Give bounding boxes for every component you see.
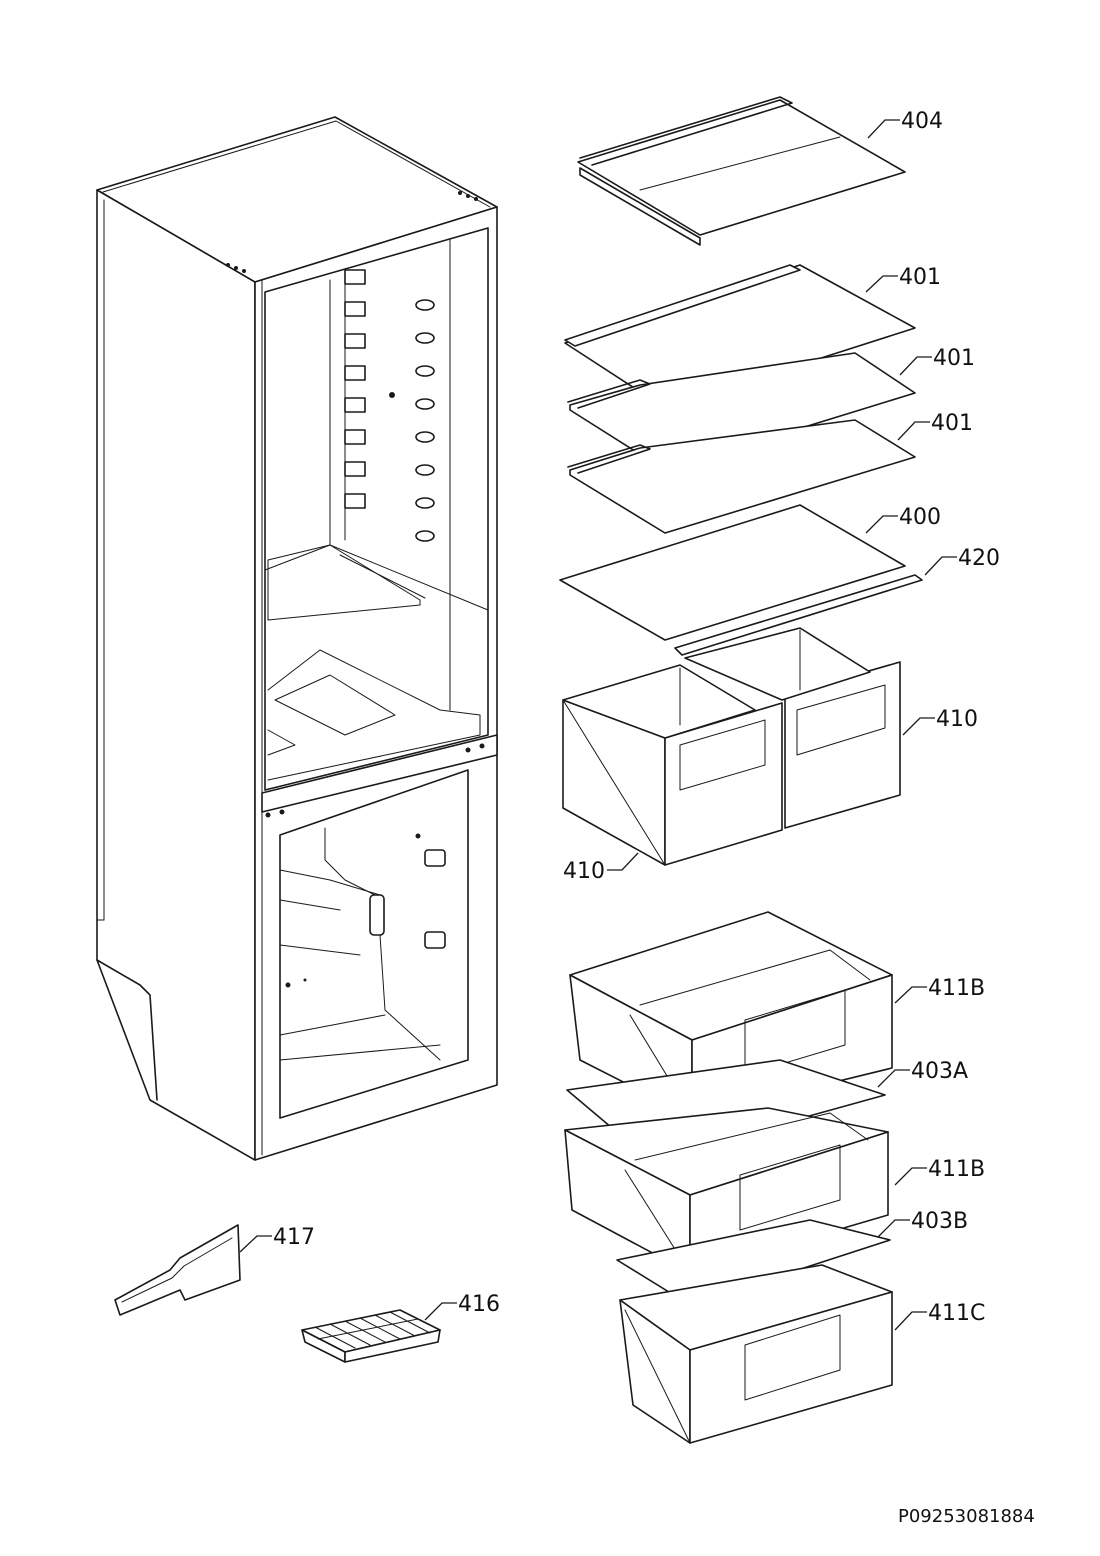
part-403B-glass xyxy=(616,1219,891,1306)
label-417: 417 xyxy=(273,1225,315,1250)
part-416-ice-tray xyxy=(301,1309,441,1363)
shelf-supports xyxy=(344,269,366,509)
part-417-scoop xyxy=(114,1224,241,1316)
part-404-shelf xyxy=(577,96,906,246)
part-400-shelf xyxy=(559,504,906,641)
label-401-shelf-3: 401 xyxy=(931,411,973,436)
label-403A: 403A xyxy=(911,1059,968,1084)
label-410-left: 410 xyxy=(563,859,605,884)
label-403B: 403B xyxy=(911,1209,968,1234)
leader-lines xyxy=(239,119,957,1331)
part-401-shelf-2 xyxy=(567,352,916,471)
label-404: 404 xyxy=(901,109,943,134)
right-shelf-supports xyxy=(389,299,435,542)
part-420-strip xyxy=(674,574,923,656)
part-401-shelf-1 xyxy=(564,264,916,409)
label-411B-middle: 411B xyxy=(928,1157,985,1182)
refrigerator-cabinet xyxy=(96,116,498,1161)
part-411C-drawer xyxy=(619,1264,893,1444)
label-410-right: 410 xyxy=(936,707,978,732)
label-400: 400 xyxy=(899,505,941,530)
label-416: 416 xyxy=(458,1292,500,1317)
drawing-code: P09253081884 xyxy=(898,1506,1035,1527)
part-401-shelf-3 xyxy=(567,419,916,534)
part-410-box-left xyxy=(562,664,783,866)
label-411B-top: 411B xyxy=(928,976,985,1001)
part-410-box-right xyxy=(684,627,901,829)
label-420: 420 xyxy=(958,546,1000,571)
label-411C: 411C xyxy=(928,1301,985,1326)
callout-labels: 404 401 401 401 400 420 410 410 411B 403… xyxy=(273,109,1035,1527)
label-401-shelf-1: 401 xyxy=(899,265,941,290)
label-401-shelf-2: 401 xyxy=(933,346,975,371)
